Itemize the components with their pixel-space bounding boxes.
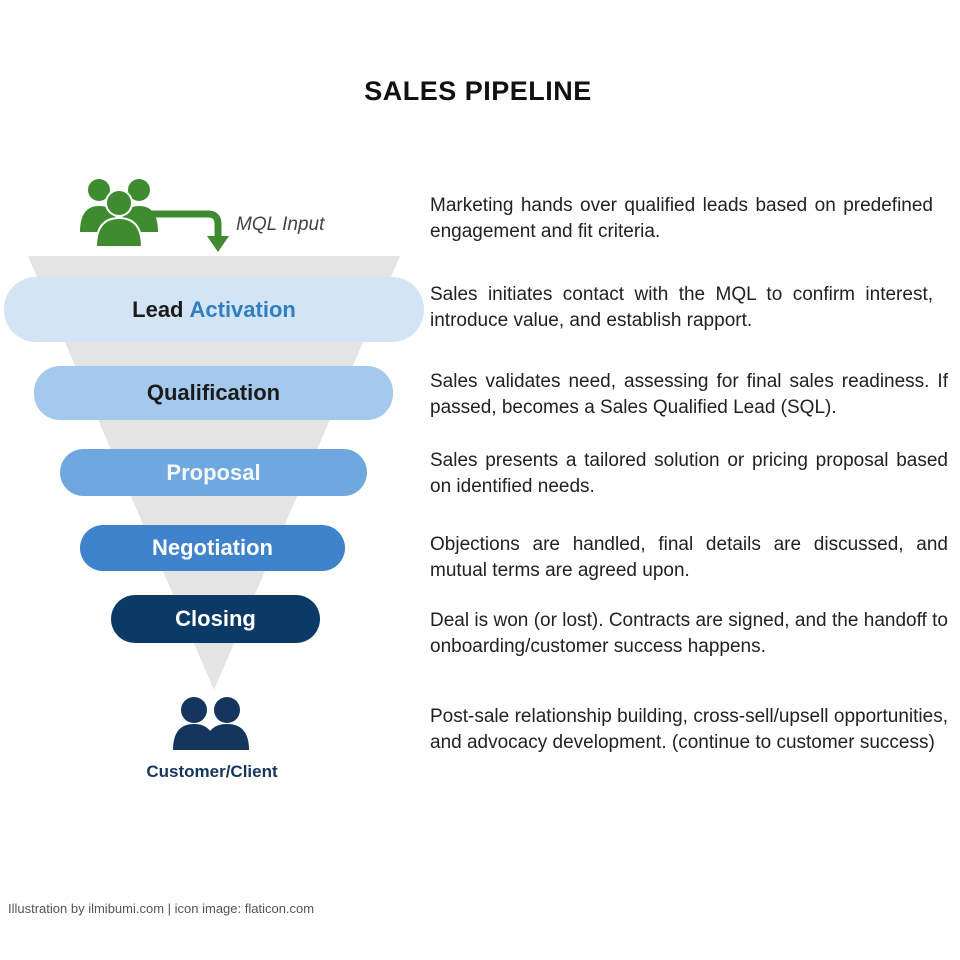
description-proposal: Sales presents a tailored solution or pr… <box>430 450 948 497</box>
arrow-down-icon <box>150 210 229 252</box>
group-users-icon <box>80 179 158 248</box>
stage-lead-activation: Lead Activation <box>4 277 424 342</box>
stage-qualification: Qualification <box>34 366 393 420</box>
description-qualification: Sales validates need, assessing for fina… <box>430 371 948 418</box>
page-title: SALES PIPELINE <box>364 76 592 106</box>
description-mql-input: Marketing hands over qualified leads bas… <box>430 195 933 242</box>
stage-negotiation: Negotiation <box>80 525 345 571</box>
description-lead-activation: Sales initiates contact with the MQL to … <box>430 284 933 331</box>
stage-closing: Closing <box>111 595 320 643</box>
description-negotiation: Objections are handled, final details ar… <box>430 534 948 581</box>
stage-label: Closing <box>175 606 256 631</box>
customer-client-label: Customer/Client <box>146 762 278 781</box>
stage-label: Qualification <box>146 380 281 405</box>
stage-label: Proposal <box>166 459 261 485</box>
stage-label-main: Lead <box>132 296 184 322</box>
description-closing: Deal is won (or lost). Contracts are sig… <box>430 610 948 657</box>
mql-input-label: MQL Input <box>236 214 325 235</box>
stage-proposal: Proposal <box>60 449 367 496</box>
stage-label: Negotiation <box>152 535 273 560</box>
stage-label-accent: Activation <box>189 296 296 322</box>
description-customer: Post-sale relationship building, cross-s… <box>430 706 948 753</box>
customer-users-icon <box>173 697 249 750</box>
image-credit: Illustration by ilmibumi.com | icon imag… <box>8 901 315 916</box>
